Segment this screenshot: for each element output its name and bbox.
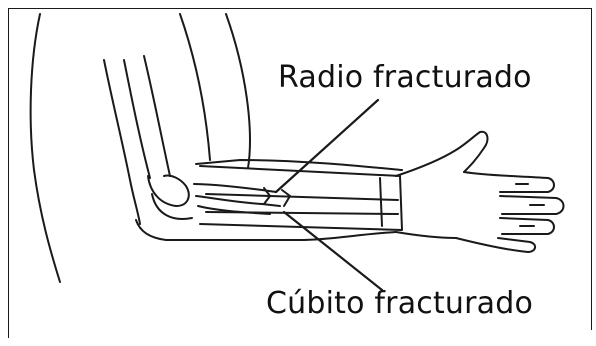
radius-leader-line (276, 100, 378, 192)
leader-lines (276, 100, 382, 290)
upper-arm-outline (104, 14, 250, 224)
hand-outline (396, 132, 564, 252)
torso-outline (31, 14, 210, 282)
forearm-bones (194, 184, 290, 214)
radius-fracture-label: Radio fracturado (278, 60, 532, 95)
splint (200, 166, 402, 230)
ulna-fracture-label: Cúbito fracturado (266, 286, 533, 321)
ulna-leader-line (284, 212, 382, 290)
